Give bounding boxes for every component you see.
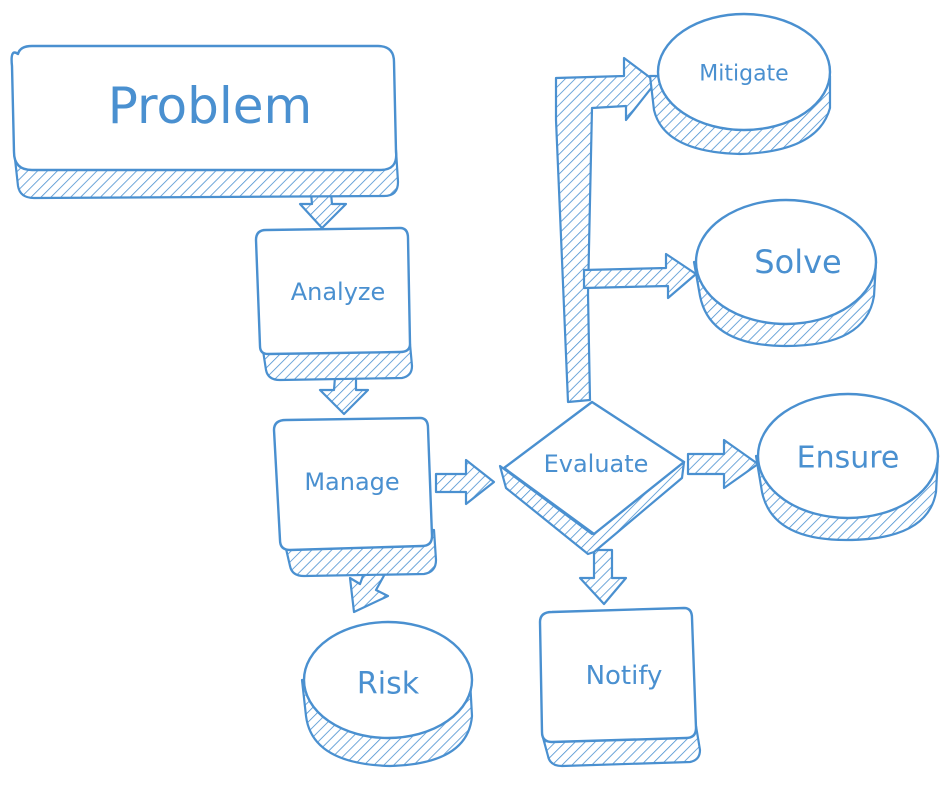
arrow-evaluate-to-solve bbox=[582, 252, 698, 300]
node-solve: Solve bbox=[692, 198, 878, 348]
arrow-evaluate-to-mitigate bbox=[554, 56, 658, 404]
node-analyze: Analyze bbox=[254, 226, 414, 382]
node-notify: Notify bbox=[538, 606, 702, 768]
arrow-evaluate-to-notify bbox=[578, 548, 628, 606]
node-label-analyze: Analyze bbox=[291, 278, 386, 306]
node-manage: Manage bbox=[272, 416, 438, 578]
node-label-ensure: Ensure bbox=[797, 441, 900, 476]
node-risk: Risk bbox=[300, 620, 474, 768]
node-mitigate: Mitigate bbox=[648, 12, 832, 156]
node-problem: Problem bbox=[10, 44, 400, 200]
node-label-risk: Risk bbox=[357, 667, 420, 702]
node-label-notify: Notify bbox=[586, 661, 663, 691]
arrow-manage-to-evaluate bbox=[434, 458, 496, 506]
node-label-solve: Solve bbox=[754, 243, 841, 281]
node-label-mitigate: Mitigate bbox=[699, 62, 788, 87]
node-evaluate: Evaluate bbox=[498, 400, 686, 556]
node-label-manage: Manage bbox=[304, 468, 399, 496]
node-label-evaluate: Evaluate bbox=[544, 450, 649, 478]
arrow-evaluate-to-ensure bbox=[686, 438, 760, 490]
node-ensure: Ensure bbox=[754, 392, 940, 542]
node-label-problem: Problem bbox=[108, 77, 312, 135]
